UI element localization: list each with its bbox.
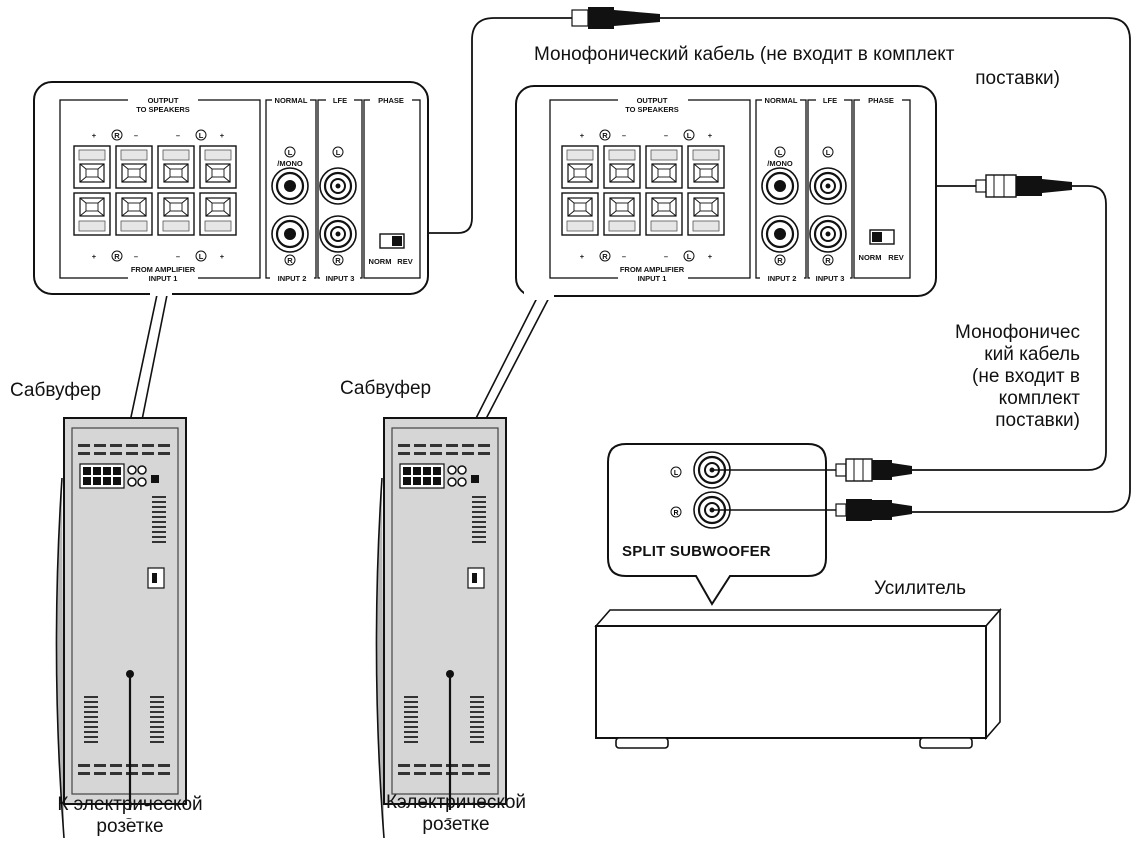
- left-pol-bottom-3: –: [176, 252, 180, 261]
- outlet-right-line-2: розетке: [422, 814, 490, 835]
- right-pol-bottom-0: +: [580, 252, 585, 261]
- subwoofer-right: [376, 418, 506, 838]
- outlet-left-line-2: розетке: [96, 816, 164, 837]
- outlet-right-label: Кэлектрической розетке: [356, 792, 556, 836]
- right-l-marker-lfe: L: [826, 148, 831, 157]
- split-subwoofer-label: SPLIT SUBWOOFER: [622, 543, 771, 560]
- right-normal-label: NORMAL: [765, 96, 798, 105]
- rca-plug-top: [571, 7, 660, 29]
- amp-rca-plug-l: [835, 458, 912, 482]
- outlet-right-line-1: Кэлектрической: [385, 792, 527, 813]
- right-pol-bottom-5: +: [708, 252, 713, 261]
- right-lfe-label: LFE: [823, 96, 837, 105]
- right-pol-top-0: +: [580, 131, 585, 140]
- right-pol-bottom-1: R: [602, 252, 608, 261]
- left-l-marker-normal: L: [288, 148, 293, 157]
- mono-cable-right-line-3: (не входит в: [972, 366, 1080, 387]
- right-r-marker-lfe: R: [825, 256, 831, 265]
- right-l-marker-normal: L: [778, 148, 783, 157]
- left-l-marker-lfe: L: [336, 148, 341, 157]
- subwoofer-left: [56, 418, 186, 838]
- left-norm-label: NORM: [369, 257, 392, 266]
- right-pol-top-4: L: [687, 131, 692, 140]
- subwoofer-left-label: Сабвуфер: [10, 380, 102, 401]
- right-pol-bottom-4: L: [687, 252, 692, 261]
- mono-cable-top: [308, 17, 572, 234]
- left-mono-label: /MONO: [277, 159, 303, 168]
- right-input2-label: INPUT 2: [768, 274, 797, 283]
- right-pol-bottom-2: –: [622, 252, 626, 261]
- right-phase-label: PHASE: [868, 96, 894, 105]
- amp-rca-plug-r: [835, 499, 912, 521]
- right-rev-label: REV: [888, 253, 903, 262]
- right-output-label: OUTPUT: [637, 96, 668, 105]
- left-pol-top-5: +: [220, 131, 225, 140]
- left-pol-bottom-5: +: [220, 252, 225, 261]
- mono-cable-right-return: [912, 185, 1107, 471]
- left-output-label: OUTPUT: [148, 96, 179, 105]
- amp-r-marker: R: [673, 510, 678, 517]
- mono-cable-right-line-1: Монофоничес: [955, 322, 1080, 343]
- left-r-marker-normal: R: [287, 256, 293, 265]
- left-rev-label: REV: [397, 257, 412, 266]
- mono-cable-top-label-2: поставки): [975, 68, 1060, 89]
- right-pol-top-2: –: [622, 131, 626, 140]
- outlet-left-label: К электрической розетке: [30, 794, 230, 838]
- left-pol-bottom-4: L: [199, 252, 204, 261]
- right-pol-top-5: +: [708, 131, 713, 140]
- left-pol-bottom-2: –: [134, 252, 138, 261]
- right-pol-top-1: R: [602, 131, 608, 140]
- mono-cable-right-label: Монофоничес кий кабель (не входит в комп…: [930, 322, 1080, 432]
- amp-l-marker: L: [674, 470, 679, 477]
- mono-cable-right-line-2: кий кабель: [984, 344, 1080, 365]
- left-pol-top-0: +: [92, 131, 97, 140]
- left-phase-label: PHASE: [378, 96, 404, 105]
- mono-cable-right-line-5: поставки): [995, 410, 1080, 431]
- left-pol-top-4: L: [199, 131, 204, 140]
- outlet-left-line-1: К электрической: [57, 794, 203, 815]
- mono-cable-right-line-4: комплект: [998, 388, 1080, 409]
- right-pol-top-3: –: [664, 131, 668, 140]
- amplifier-label: Усилитель: [874, 578, 967, 599]
- left-normal-label: NORMAL: [275, 96, 308, 105]
- right-to-speakers-label: TO SPEAKERS: [625, 105, 679, 114]
- subwoofer-right-label: Сабвуфер: [340, 378, 432, 399]
- left-to-speakers-label: TO SPEAKERS: [136, 105, 190, 114]
- left-from-amplifier-label: FROM AMPLIFIER: [131, 265, 196, 274]
- mono-cable-top-return: [660, 17, 1131, 513]
- left-pol-top-1: R: [114, 131, 120, 140]
- right-norm-label: NORM: [859, 253, 882, 262]
- left-lfe-label: LFE: [333, 96, 347, 105]
- right-input1-label: INPUT 1: [638, 274, 667, 283]
- right-from-amplifier-label: FROM AMPLIFIER: [620, 265, 685, 274]
- right-input3-label: INPUT 3: [816, 274, 845, 283]
- right-r-marker-normal: R: [777, 256, 783, 265]
- amplifier-box: [594, 607, 1002, 749]
- rca-plug-right: [975, 174, 1072, 198]
- left-input3-label: INPUT 3: [326, 274, 355, 283]
- mono-cable-top-label: Монофонический кабель (не входит в компл…: [534, 44, 955, 65]
- right-pol-bottom-3: –: [664, 252, 668, 261]
- amplifier-split-subwoofer-panel: L R: [607, 443, 836, 606]
- left-panel-labels: OUTPUT TO SPEAKERS NORMAL LFE PHASE FROM…: [92, 96, 413, 283]
- right-mono-label: /MONO: [767, 159, 793, 168]
- left-input1-label: INPUT 1: [149, 274, 178, 283]
- left-pol-top-3: –: [176, 131, 180, 140]
- left-pol-top-2: –: [134, 131, 138, 140]
- left-pol-bottom-0: +: [92, 252, 97, 261]
- left-input2-label: INPUT 2: [278, 274, 307, 283]
- right-panel-labels: OUTPUT TO SPEAKERS NORMAL LFE PHASE FROM…: [580, 96, 904, 283]
- left-pol-bottom-1: R: [114, 252, 120, 261]
- right-connection-panel: [465, 85, 937, 439]
- left-r-marker-lfe: R: [335, 256, 341, 265]
- left-connection-panel: [33, 81, 429, 451]
